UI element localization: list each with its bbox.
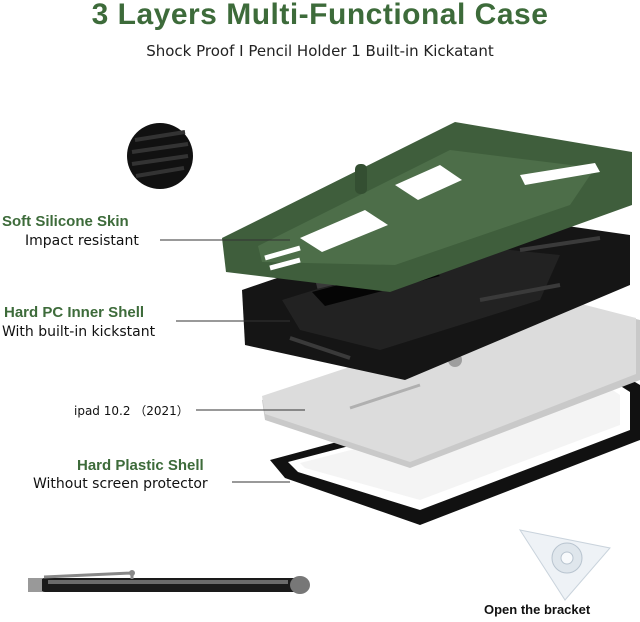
plastic-shell-desc: Without screen protector xyxy=(33,476,208,492)
ipad-label: ipad 10.2 （2021） xyxy=(74,404,189,418)
silicone-skin xyxy=(222,122,632,292)
silicone-skin-label: Soft Silicone Skin xyxy=(2,213,129,230)
bracket-caption: Open the bracket xyxy=(484,602,591,617)
bracket-illustration xyxy=(518,529,611,601)
page-title: 3 Layers Multi-Functional Case xyxy=(91,0,549,31)
pc-shell-desc: With built-in kickstant xyxy=(2,324,156,340)
stylus-pen xyxy=(28,570,310,594)
plastic-shell-label: Hard Plastic Shell xyxy=(77,457,204,474)
silicone-texture-swatch xyxy=(127,123,193,189)
pc-shell-label: Hard PC Inner Shell xyxy=(4,304,145,321)
page-subtitle: Shock Proof I Pencil Holder 1 Built-in K… xyxy=(146,42,494,60)
ipad-device xyxy=(262,298,640,468)
silicone-skin-desc: Impact resistant xyxy=(25,233,139,249)
